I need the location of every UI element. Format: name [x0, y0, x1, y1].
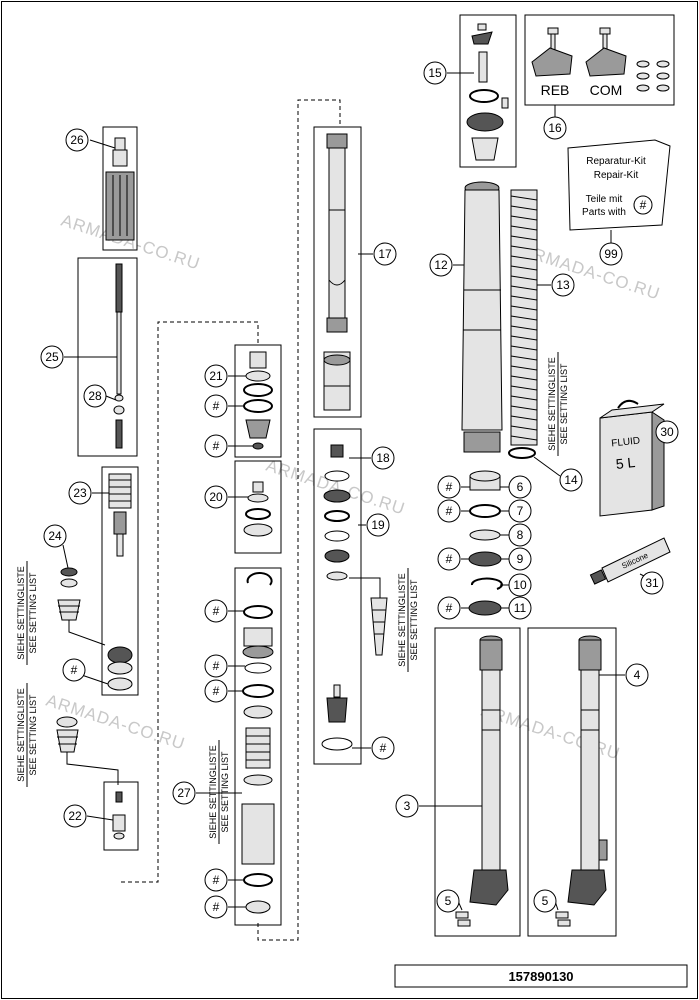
setting-list-de-3: SIEHE SETTINGLISTE: [208, 745, 218, 839]
lower-shim-group: SIEHE SETTINGLISTE SEE SETTING LIST: [16, 683, 119, 787]
flow-line-center: [257, 99, 341, 941]
callout-5a: 5: [445, 894, 452, 908]
callout-22: 22: [68, 809, 82, 823]
hash-callout-27a: #: [213, 604, 220, 618]
hash-callout-7: #: [446, 504, 453, 518]
callout-99: 99: [604, 247, 618, 261]
callout-10: 10: [513, 578, 527, 592]
setting-list-en-3: SEE SETTING LIST: [220, 751, 230, 833]
part-12-group: 12: [429, 181, 503, 453]
callout-14: 14: [564, 473, 578, 487]
part-17-group: 17: [313, 126, 397, 418]
part-20-group: 20: [204, 460, 282, 554]
callout-9: 9: [517, 552, 524, 566]
adjuster-com-label: COM: [590, 82, 623, 98]
part-26-group: 26: [65, 126, 138, 251]
repair-kit-parts-en: Parts with: [582, 207, 626, 218]
callout-27: 27: [177, 786, 191, 800]
setting-list-de-2: SIEHE SETTINGLISTE: [16, 688, 26, 782]
part-15-group: 15: [423, 14, 517, 168]
adjuster-reb-label: REB: [541, 82, 570, 98]
diagram-id-box: [394, 964, 688, 988]
hash-callout-6: #: [446, 480, 453, 494]
setting-list-en-1: SEE SETTING LIST: [28, 572, 38, 654]
callout-8: 8: [517, 528, 524, 542]
hash-callout-27e: #: [213, 900, 220, 914]
callout-5b: 5: [542, 894, 549, 908]
setting-list-de-4: SIEHE SETTINGLISTE: [397, 573, 407, 667]
part-4-group: 4 5: [527, 627, 649, 937]
callout-15: 15: [428, 66, 442, 80]
hash-callout-23: #: [71, 663, 78, 677]
repair-kit-title-de: Reparatur-Kit: [586, 156, 646, 167]
flow-line-left: [121, 321, 259, 883]
callout-26: 26: [70, 133, 84, 147]
callout-28: 28: [88, 389, 102, 403]
callout-16: 16: [548, 121, 562, 135]
callout-30: 30: [660, 425, 674, 439]
hash-callout-27d: #: [213, 873, 220, 887]
hash-callout-21b: #: [213, 439, 220, 453]
part-24-group: 24 SIEHE SETTINGLISTE SEE SETTING LIST: [16, 524, 106, 665]
repair-kit-hash: #: [640, 198, 647, 212]
repair-kit-parts-de: Teile mit: [586, 194, 623, 205]
callout-6: 6: [517, 480, 524, 494]
part-14-group: 14: [508, 447, 583, 492]
diagram-id: 157890130: [508, 969, 573, 984]
hash-callout-27b: #: [213, 659, 220, 673]
watermark-2: ARMADA-CO.RU: [519, 241, 663, 304]
part-19-group: 18 19 # SIEHE SETTINGLISTE SEE SETTING L…: [313, 428, 419, 765]
setting-list-de-5: SIEHE SETTINGLISTE: [547, 357, 557, 451]
fluid-can-brand: FLUID: [611, 436, 641, 450]
hash-callout-9: #: [446, 552, 453, 566]
setting-list-en-5: SEE SETTING LIST: [559, 363, 569, 445]
callout-3: 3: [404, 799, 411, 813]
part-16-group: REB COM 16: [524, 14, 675, 140]
part-21-group: 21 # #: [204, 344, 282, 458]
hash-callout-11: #: [446, 601, 453, 615]
callout-18: 18: [376, 451, 390, 465]
part-3-group: 3 5: [395, 627, 521, 937]
callout-4: 4: [634, 668, 641, 682]
part-99-group: Reparatur-Kit Repair-Kit Teile mit Parts…: [567, 139, 671, 266]
callout-17: 17: [378, 247, 392, 261]
part-22-group: 22: [63, 781, 139, 851]
part-27-group: # # # 27 # # SIEHE SETTINGLISTE SEE SETT…: [172, 567, 282, 926]
callout-21: 21: [209, 369, 223, 383]
callout-20: 20: [209, 490, 223, 504]
callout-19: 19: [371, 518, 385, 532]
part-30-group: FLUID 5 L 30: [599, 399, 679, 517]
callout-25: 25: [45, 350, 59, 364]
callout-24: 24: [48, 529, 62, 543]
part-31-group: Silicone 31: [589, 537, 671, 595]
setting-list-de-1: SIEHE SETTINGLISTE: [16, 566, 26, 660]
callout-7: 7: [517, 504, 524, 518]
callout-31: 31: [645, 576, 659, 590]
setting-list-en-2: SEE SETTING LIST: [28, 694, 38, 776]
parts-6-11-group: 6 7 8 9 10 11 # # # #: [437, 470, 532, 620]
setting-list-en-4: SEE SETTING LIST: [409, 579, 419, 661]
repair-kit-title-en: Repair-Kit: [594, 170, 639, 181]
hash-callout-27c: #: [213, 684, 220, 698]
callout-13: 13: [556, 278, 570, 292]
fluid-can-volume: 5 L: [615, 454, 636, 472]
hash-callout-21a: #: [213, 399, 220, 413]
callout-11: 11: [514, 601, 527, 615]
part-13-group: 13 SIEHE SETTINGLISTE SEE SETTING LIST: [510, 189, 575, 456]
callout-12: 12: [434, 258, 448, 272]
part-23-group: 23 #: [62, 466, 139, 696]
hash-callout-19: #: [380, 741, 387, 755]
callout-23: 23: [73, 486, 87, 500]
part-25-group: 25 28: [40, 257, 138, 457]
